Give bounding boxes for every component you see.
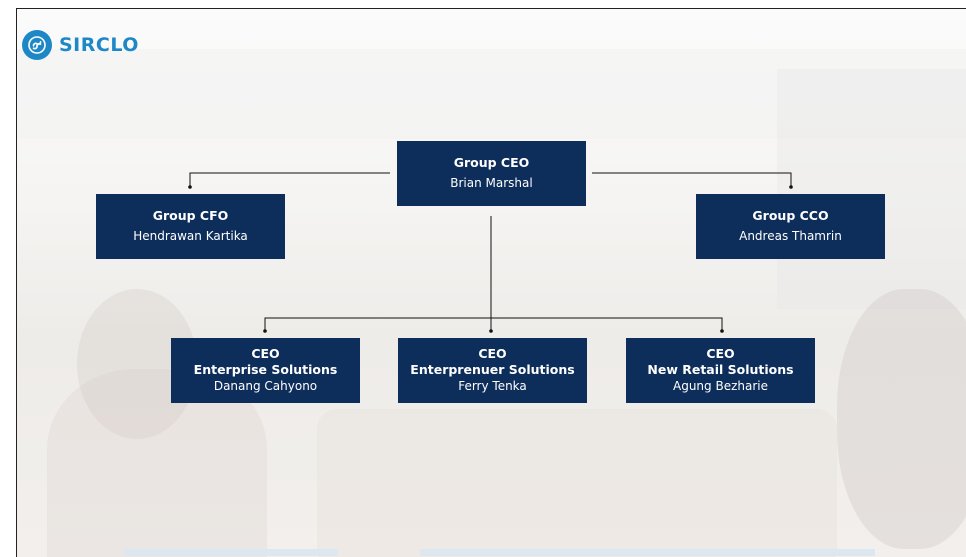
background-person-right	[837, 289, 966, 549]
logo-wordmark: SIRCLO	[59, 34, 139, 56]
node-role: Group CCO	[752, 208, 829, 223]
slide-canvas	[16, 8, 966, 557]
sirclo-logo-icon	[22, 30, 52, 60]
node-unit: Enterprenuer Solutions	[410, 362, 575, 377]
node-name: Agung Bezharie	[673, 379, 768, 393]
node-unit: New Retail Solutions	[647, 362, 794, 377]
org-node-ceo-enterprise-solutions: CEO Enterprise Solutions Danang Cahyono	[171, 338, 360, 403]
node-unit: Enterprise Solutions	[193, 362, 338, 377]
org-node-ceo-enterprenuer-solutions: CEO Enterprenuer Solutions Ferry Tenka	[398, 338, 587, 403]
node-role: Group CEO	[453, 155, 530, 170]
node-name: Ferry Tenka	[458, 379, 527, 393]
node-role: CEO	[478, 346, 507, 361]
bottom-strip-right	[420, 549, 875, 556]
background-window-light	[17, 49, 966, 139]
background-window	[777, 69, 966, 309]
node-name: Brian Marshal	[450, 176, 533, 190]
org-node-group-cco: Group CCO Andreas Thamrin	[696, 194, 885, 259]
org-node-group-cfo: Group CFO Hendrawan Kartika	[96, 194, 285, 259]
sirclo-logo: SIRCLO	[22, 30, 139, 60]
background-table	[317, 409, 837, 557]
bottom-strip-left	[124, 549, 338, 556]
org-node-ceo-new-retail-solutions: CEO New Retail Solutions Agung Bezharie	[626, 338, 815, 403]
node-name: Andreas Thamrin	[739, 229, 842, 243]
node-name: Hendrawan Kartika	[133, 229, 248, 243]
node-name: Danang Cahyono	[213, 379, 318, 393]
node-role: Group CFO	[152, 208, 229, 223]
org-node-group-ceo: Group CEO Brian Marshal	[397, 141, 586, 206]
node-role: CEO	[251, 346, 280, 361]
node-role: CEO	[706, 346, 735, 361]
